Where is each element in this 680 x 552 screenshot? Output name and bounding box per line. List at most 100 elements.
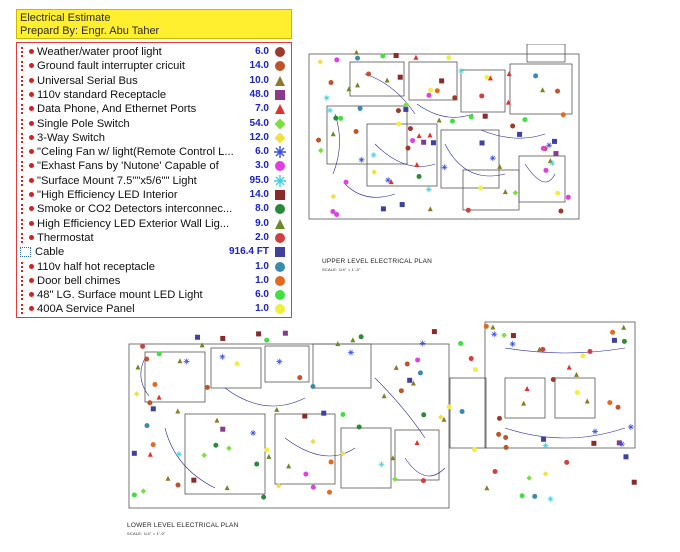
plan-symbol <box>264 447 270 453</box>
plan-symbol <box>482 113 488 119</box>
plan-symbol <box>328 80 334 86</box>
plan-symbol <box>503 444 509 450</box>
plan-symbol <box>326 107 333 114</box>
plan-symbol <box>526 475 532 481</box>
plan-symbol <box>502 189 508 195</box>
legend-quantity: 95.0 <box>249 174 269 186</box>
row-bullet <box>29 120 34 126</box>
row-dots <box>21 204 24 215</box>
plan-symbol <box>381 393 387 399</box>
plan-symbol <box>497 163 503 169</box>
plan-symbol <box>396 121 402 127</box>
plan-symbol <box>430 140 436 146</box>
plan-symbol <box>175 408 181 414</box>
plan-symbol <box>550 377 556 383</box>
plan-symbol <box>150 442 156 448</box>
plan-symbol <box>425 186 432 193</box>
plan-symbol <box>333 115 339 121</box>
plan-symbol <box>346 86 352 92</box>
legend-quantity: 6.0 <box>255 289 269 301</box>
plan-symbol <box>565 194 571 200</box>
plan-symbol <box>501 332 507 339</box>
row-bullet <box>29 163 34 169</box>
plan-symbol <box>219 353 226 360</box>
plan-symbol <box>385 177 392 184</box>
estimate-title-box: Electrical Estimate Prepard By: Engr. Ab… <box>16 9 292 39</box>
plan-symbol <box>358 156 365 163</box>
plan-symbol <box>505 99 511 105</box>
plan-symbol <box>175 482 181 488</box>
plan-symbol <box>421 139 427 145</box>
legend-symbol-icon <box>274 289 286 301</box>
legend-symbol-icon <box>274 232 286 244</box>
plan-symbol <box>431 329 437 335</box>
plan-symbol <box>611 337 617 343</box>
legend-symbol-icon <box>274 218 286 230</box>
plan-symbol <box>427 206 433 212</box>
plan-symbol <box>492 469 498 475</box>
plan-symbol <box>615 404 621 410</box>
plan-symbol <box>297 375 303 381</box>
plan-symbol <box>546 142 553 149</box>
lower-plan-title: LOWER LEVEL ELECTRICAL PLAN <box>127 522 239 529</box>
row-bullet <box>29 292 34 298</box>
plan-symbol <box>282 330 288 336</box>
plan-symbol <box>135 364 141 370</box>
row-dots <box>21 147 24 158</box>
plan-symbol <box>560 112 566 118</box>
plan-symbol <box>573 371 579 377</box>
plan-symbol <box>338 115 344 121</box>
plan-symbol <box>426 92 432 98</box>
row-dots <box>21 61 24 72</box>
plan-symbol <box>616 440 622 446</box>
plan-symbol <box>199 342 205 348</box>
plan-symbol <box>415 357 421 363</box>
row-bullet <box>29 234 34 240</box>
plan-symbol <box>392 476 398 482</box>
plan-symbol <box>380 53 386 59</box>
plan-symbol <box>607 400 613 406</box>
plan-symbol <box>439 78 445 84</box>
row-dots <box>21 190 24 200</box>
plan-symbol <box>532 493 538 499</box>
plan-symbol <box>183 358 190 365</box>
row-dots <box>21 175 24 186</box>
plan-symbol <box>395 108 401 114</box>
plan-symbol <box>452 95 458 101</box>
row-dots <box>21 304 24 315</box>
legend-quantity: 54.0 <box>249 117 269 129</box>
plan-symbol <box>580 353 586 359</box>
legend-symbol-icon <box>274 75 286 87</box>
row-bullet <box>29 49 34 54</box>
plan-symbol <box>621 324 627 330</box>
plan-symbol <box>358 334 364 340</box>
plan-symbol <box>405 145 411 151</box>
legend-quantity: 14.0 <box>249 189 269 200</box>
plan-symbol <box>398 388 404 394</box>
plan-symbol <box>543 167 549 173</box>
plan-symbol <box>618 441 625 448</box>
plan-symbol <box>484 485 490 491</box>
row-bullet <box>29 263 34 269</box>
legend-quantity: 12.0 <box>249 131 269 143</box>
legend-quantity: 14.0 <box>249 60 269 72</box>
plan-symbol <box>250 429 257 436</box>
plan-symbol <box>438 414 444 420</box>
plan-symbol <box>131 450 137 456</box>
plan-symbol <box>449 118 455 124</box>
plan-symbol <box>421 412 427 418</box>
plan-symbol <box>503 434 509 440</box>
plan-symbol <box>404 361 410 367</box>
plan-symbol <box>356 424 362 430</box>
legend-symbol-icon <box>274 89 286 101</box>
plan-symbol <box>343 179 349 185</box>
lower-plan-scale: SCALE: 1/4" = 1'-0" <box>127 531 166 536</box>
legend-quantity: 10.0 <box>249 74 269 86</box>
plan-symbol <box>318 147 324 154</box>
